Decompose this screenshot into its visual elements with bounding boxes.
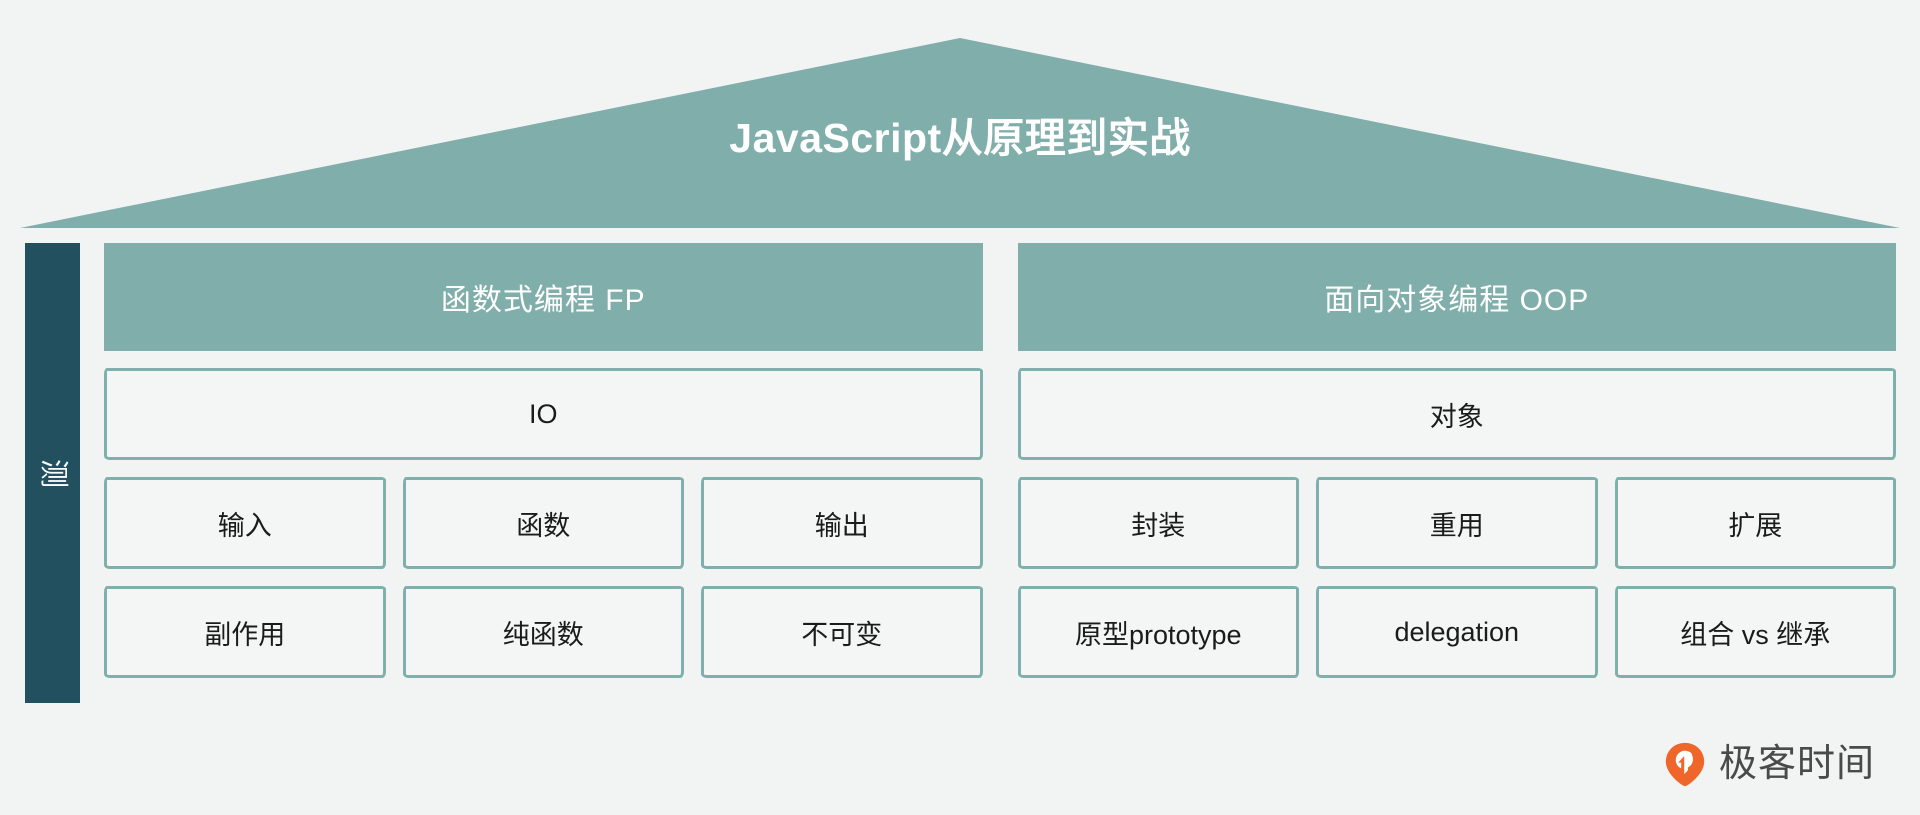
column-header-fp: 函数式编程 FP xyxy=(104,243,983,351)
oop-row-2: 原型prototype delegation 组合 vs 继承 xyxy=(1017,586,1896,678)
fp-row-1: 输入 函数 输出 xyxy=(104,477,983,569)
geektime-logo-icon xyxy=(1665,742,1705,787)
oop-cell-delegation: delegation xyxy=(1316,586,1598,678)
fp-wide-box-io: IO xyxy=(104,368,983,460)
oop-cell-extension: 扩展 xyxy=(1614,477,1896,569)
oop-cell-encapsulation: 封装 xyxy=(1017,477,1299,569)
side-pillar-testing: 测 xyxy=(25,243,80,703)
columns-container: 函数式编程 FP IO 输入 函数 输出 副作用 纯函数 不可变 面向对象编程 … xyxy=(80,243,1920,703)
page-title: JavaScript从原理到实战 xyxy=(729,115,1191,161)
oop-wide-box-object: 对象 xyxy=(1017,368,1896,460)
fp-cell-side-effect: 副作用 xyxy=(104,586,386,678)
column-header-oop: 面向对象编程 OOP xyxy=(1017,243,1896,351)
side-pillar-label: 测 xyxy=(36,458,69,488)
column-fp: 函数式编程 FP IO 输入 函数 输出 副作用 纯函数 不可变 xyxy=(104,243,983,703)
column-oop: 面向对象编程 OOP 对象 封装 重用 扩展 原型prototype deleg… xyxy=(1017,243,1896,703)
brand-logo-text: 极客时间 xyxy=(1718,743,1875,785)
fp-cell-input: 输入 xyxy=(104,477,386,569)
fp-cell-pure-function: 纯函数 xyxy=(402,586,684,678)
oop-cell-composition-vs-inheritance: 组合 vs 继承 xyxy=(1614,586,1896,678)
oop-cell-reuse: 重用 xyxy=(1316,477,1598,569)
brand-logo: 极客时间 xyxy=(1662,741,1875,787)
oop-cell-prototype: 原型prototype xyxy=(1017,586,1299,678)
fp-cell-output: 输出 xyxy=(701,477,983,569)
roof-banner: JavaScript从原理到实战 xyxy=(0,0,1920,232)
house-body: 测 函数式编程 FP IO 输入 函数 输出 副作用 纯函数 不可变 面向对象编… xyxy=(0,243,1920,703)
oop-row-1: 封装 重用 扩展 xyxy=(1017,477,1896,569)
fp-cell-function: 函数 xyxy=(402,477,684,569)
roof-shape xyxy=(20,38,1900,228)
fp-row-2: 副作用 纯函数 不可变 xyxy=(104,586,983,678)
fp-cell-immutable: 不可变 xyxy=(701,586,983,678)
